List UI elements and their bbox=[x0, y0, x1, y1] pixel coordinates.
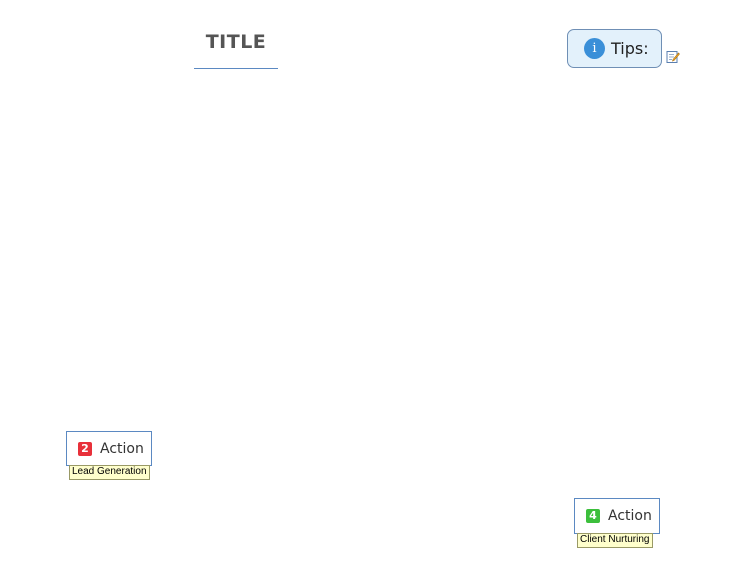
info-icon: i bbox=[584, 38, 605, 59]
tag-client-nurturing: Client Nurturing bbox=[577, 533, 653, 548]
central-topic-label: TITLE bbox=[205, 31, 267, 53]
action-node-lead-generation[interactable]: 2 Action bbox=[66, 431, 152, 466]
central-topic[interactable]: TITLE bbox=[194, 28, 278, 69]
tips-callout[interactable]: i Tips: bbox=[567, 29, 662, 68]
priority-badge: 2 bbox=[78, 441, 92, 456]
tips-label: Tips: bbox=[611, 39, 649, 58]
priority-badge: 4 bbox=[586, 509, 600, 523]
note-edit-icon[interactable] bbox=[666, 50, 680, 64]
tag-lead-generation: Lead Generation bbox=[69, 465, 150, 480]
action-node-client-nurturing[interactable]: 4 Action bbox=[574, 498, 660, 534]
action-label: Action bbox=[100, 440, 144, 457]
action-label: Action bbox=[608, 508, 652, 524]
